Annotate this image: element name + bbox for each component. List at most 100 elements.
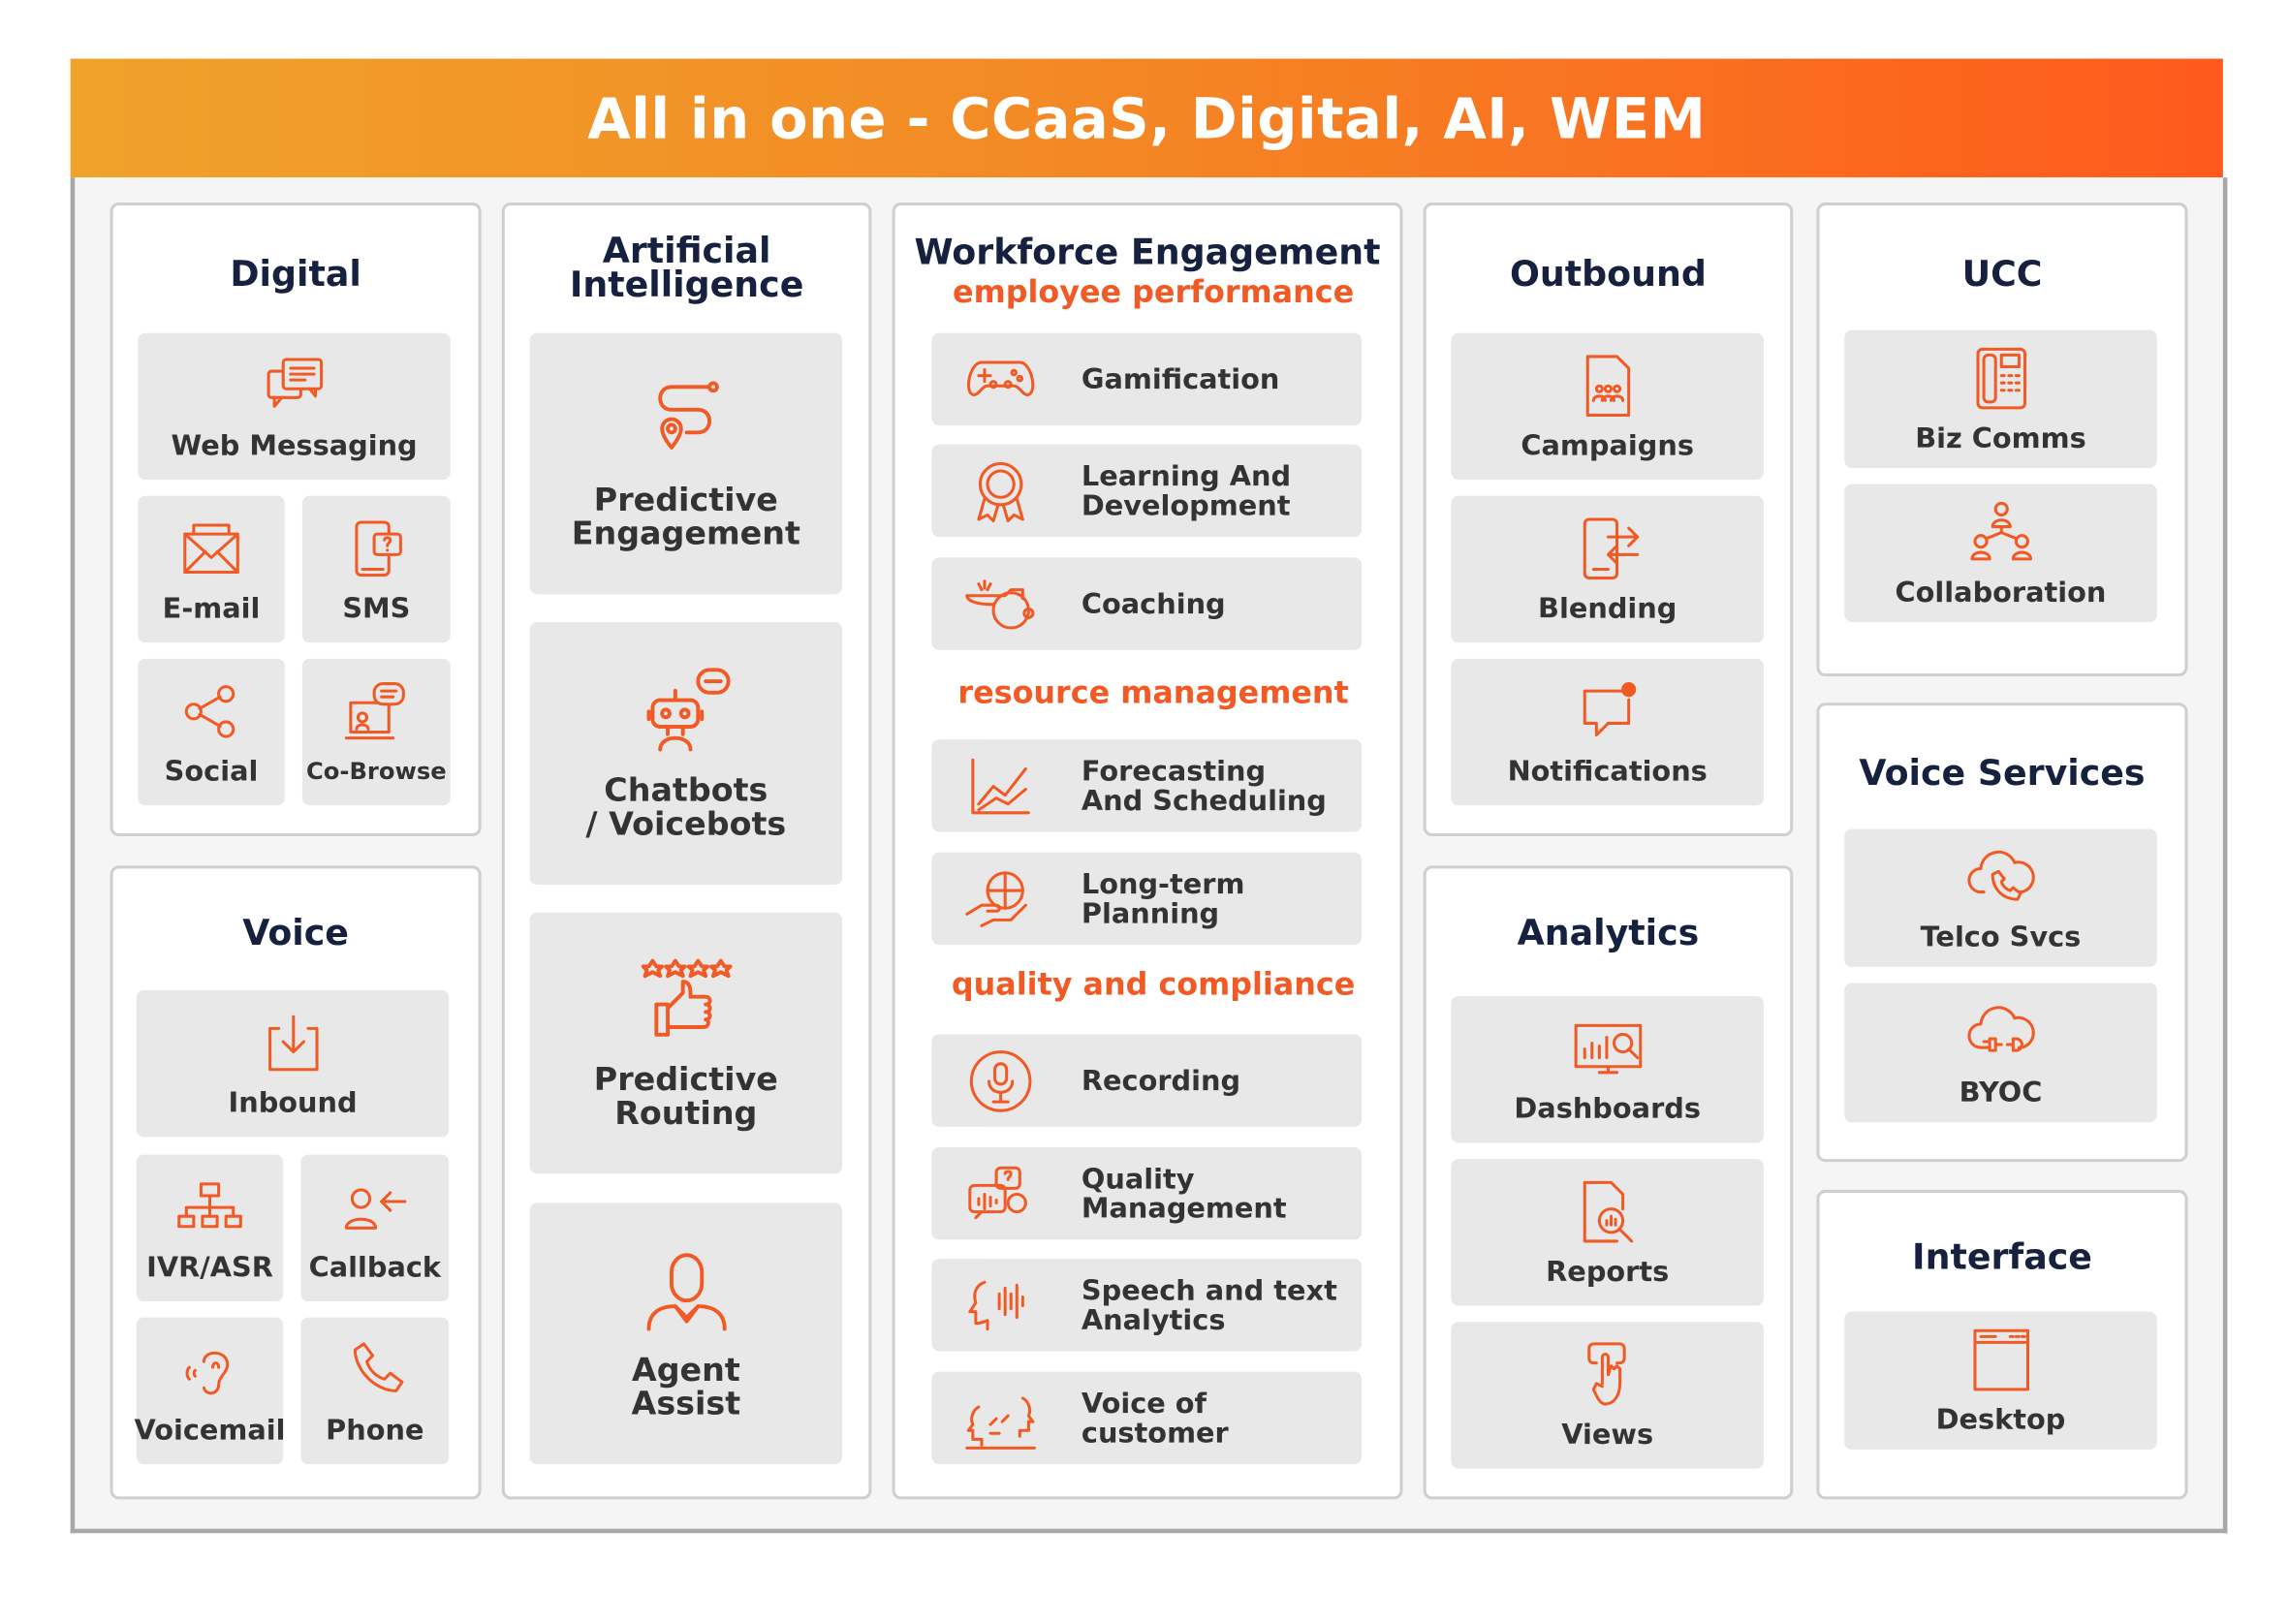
tile-byoc[interactable]: BYOC: [1844, 983, 2157, 1123]
tile-label: IVR/ASR: [146, 1251, 273, 1284]
tile-label: Chatbots/ Voicebots: [585, 774, 786, 842]
cloud-plug-icon: [1966, 1005, 2034, 1051]
outbound-title: Outbound: [1510, 253, 1707, 296]
interface-title: Interface: [1912, 1236, 2092, 1278]
tile-label: BYOC: [1959, 1076, 2043, 1109]
label-line: Management: [1081, 1192, 1287, 1225]
label-line: / Voicebots: [585, 805, 787, 843]
tile-biz-comms[interactable]: Biz Comms: [1844, 329, 2157, 468]
tile-label: Reports: [1546, 1256, 1670, 1289]
label-line: Learning And: [1081, 459, 1292, 492]
robot-icon: [645, 667, 730, 751]
tile-label: Social: [164, 755, 259, 789]
row-coaching[interactable]: Coaching: [931, 557, 1363, 650]
inbound-arrow-icon: [267, 1015, 318, 1072]
label-line: And Scheduling: [1081, 784, 1327, 817]
tile-email[interactable]: E-mail: [138, 495, 285, 643]
label-line: Forecasting: [1081, 755, 1267, 788]
tile-label: Biz Comms: [1915, 422, 2086, 455]
tile-sms[interactable]: SMS: [301, 495, 451, 643]
hierarchy-icon: [177, 1182, 242, 1229]
tile-label: Campaigns: [1521, 429, 1694, 462]
thumbs-up-stars-icon: [640, 958, 732, 1037]
campaign-document-icon: [1584, 355, 1630, 418]
tile-label: Phone: [326, 1414, 424, 1447]
tile-label: Callback: [308, 1251, 442, 1284]
row-label: Recording: [1081, 1064, 1241, 1097]
label-line: Agent: [631, 1353, 740, 1390]
tile-chatbots-voicebots[interactable]: Chatbots/ Voicebots: [529, 621, 843, 886]
label-line: Assist: [631, 1386, 741, 1423]
line-chart-icon: [971, 758, 1030, 814]
tile-notifications[interactable]: Notifications: [1451, 658, 1764, 806]
tile-telco-svcs[interactable]: Telco Svcs: [1844, 828, 2157, 967]
report-search-icon: [1582, 1180, 1633, 1243]
tile-label: Blending: [1538, 592, 1678, 626]
ai-title-line: Artificial: [602, 230, 771, 272]
tile-views[interactable]: Views: [1451, 1322, 1764, 1469]
tile-co-browse[interactable]: Co-Browse: [301, 658, 451, 806]
tile-desktop[interactable]: Desktop: [1844, 1311, 2157, 1450]
label-line: Long-term: [1081, 867, 1245, 900]
quality-chat-icon: [968, 1165, 1027, 1219]
wem-section-heading: employee performance: [953, 274, 1355, 310]
label-line: Chatbots: [604, 772, 768, 810]
banner-title: All in one - CCaaS, Digital, AI, WEM: [70, 58, 2223, 178]
row-label: Voice of customer: [1081, 1387, 1229, 1450]
tile-phone[interactable]: Phone: [300, 1317, 450, 1465]
tile-label: Notifications: [1507, 755, 1708, 789]
label-line: Predictive: [593, 1062, 778, 1100]
tile-reports[interactable]: Reports: [1451, 1159, 1764, 1306]
label-line: Analytics: [1081, 1303, 1226, 1336]
label-line: Development: [1081, 488, 1291, 522]
tile-ivr-asr[interactable]: IVR/ASR: [136, 1154, 284, 1302]
tile-social[interactable]: Social: [138, 658, 285, 806]
tile-callback[interactable]: Callback: [300, 1154, 450, 1302]
tile-campaigns[interactable]: Campaigns: [1451, 332, 1764, 481]
mobile-exchange-icon: [1582, 517, 1639, 580]
label-line: Engagement: [571, 515, 800, 553]
tile-dashboards[interactable]: Dashboards: [1451, 996, 1764, 1143]
desk-phone-icon: [1975, 347, 2026, 410]
label-line: Routing: [614, 1096, 758, 1133]
dashboard-monitor-icon: [1573, 1023, 1642, 1075]
label-line: Planning: [1081, 896, 1220, 930]
hand-puzzle-icon: [965, 870, 1027, 927]
voice-services-title: Voice Services: [1859, 752, 2146, 795]
tile-collaboration[interactable]: Collaboration: [1844, 484, 2157, 622]
callback-icon: [344, 1188, 406, 1230]
row-recording[interactable]: Recording: [931, 1034, 1363, 1127]
ai-title: Artificial Intelligence: [502, 234, 872, 302]
wem-title: Workforce Engagement: [914, 232, 1381, 273]
row-gamification[interactable]: Gamification: [931, 332, 1363, 426]
tile-web-messaging[interactable]: Web Messaging: [138, 332, 451, 481]
tile-label: Voicemail: [134, 1414, 286, 1447]
tile-label: Web Messaging: [171, 429, 418, 462]
chat-bubbles-icon: [266, 358, 323, 408]
browser-window-icon: [1972, 1328, 2029, 1391]
tile-voicemail[interactable]: Voicemail: [134, 1317, 286, 1465]
wem-section-heading: resource management: [957, 674, 1349, 710]
tile-blending[interactable]: Blending: [1451, 495, 1764, 643]
row-label: Gamification: [1081, 362, 1280, 396]
row-label: Coaching: [1081, 587, 1226, 620]
speaking-head-icon: [968, 1280, 1024, 1330]
tile-inbound[interactable]: Inbound: [136, 990, 450, 1138]
tile-label: Dashboards: [1514, 1093, 1701, 1126]
gamepad-icon: [967, 359, 1035, 396]
row-voice-of-customer[interactable]: Voice of customer: [931, 1371, 1363, 1465]
